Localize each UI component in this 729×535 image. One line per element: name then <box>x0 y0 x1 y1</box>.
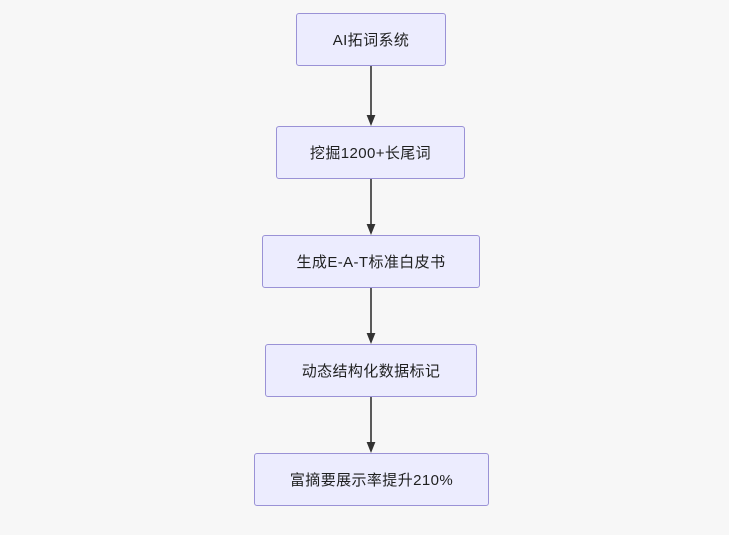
edge-n1-n2 <box>366 66 376 126</box>
flow-node-generate-eat-whitepaper[interactable]: 生成E-A-T标准白皮书 <box>262 235 480 288</box>
flow-node-label: AI拓词系统 <box>332 32 410 49</box>
flow-node-rich-snippet-rate[interactable]: 富摘要展示率提升210% <box>254 453 489 506</box>
flow-node-label: 富摘要展示率提升210% <box>289 472 454 489</box>
edge-n4-n5 <box>366 397 376 453</box>
flow-node-label: 生成E-A-T标准白皮书 <box>296 254 446 271</box>
flow-node-dynamic-structured-data[interactable]: 动态结构化数据标记 <box>265 344 477 397</box>
flow-node-label: 动态结构化数据标记 <box>301 363 441 380</box>
flow-node-label: 挖掘1200+长尾词 <box>309 145 432 162</box>
flow-node-ai-keyword-system[interactable]: AI拓词系统 <box>296 13 446 66</box>
flow-node-mine-longtail-keywords[interactable]: 挖掘1200+长尾词 <box>276 126 465 179</box>
edge-n2-n3 <box>366 179 376 235</box>
edge-n3-n4 <box>366 288 376 344</box>
